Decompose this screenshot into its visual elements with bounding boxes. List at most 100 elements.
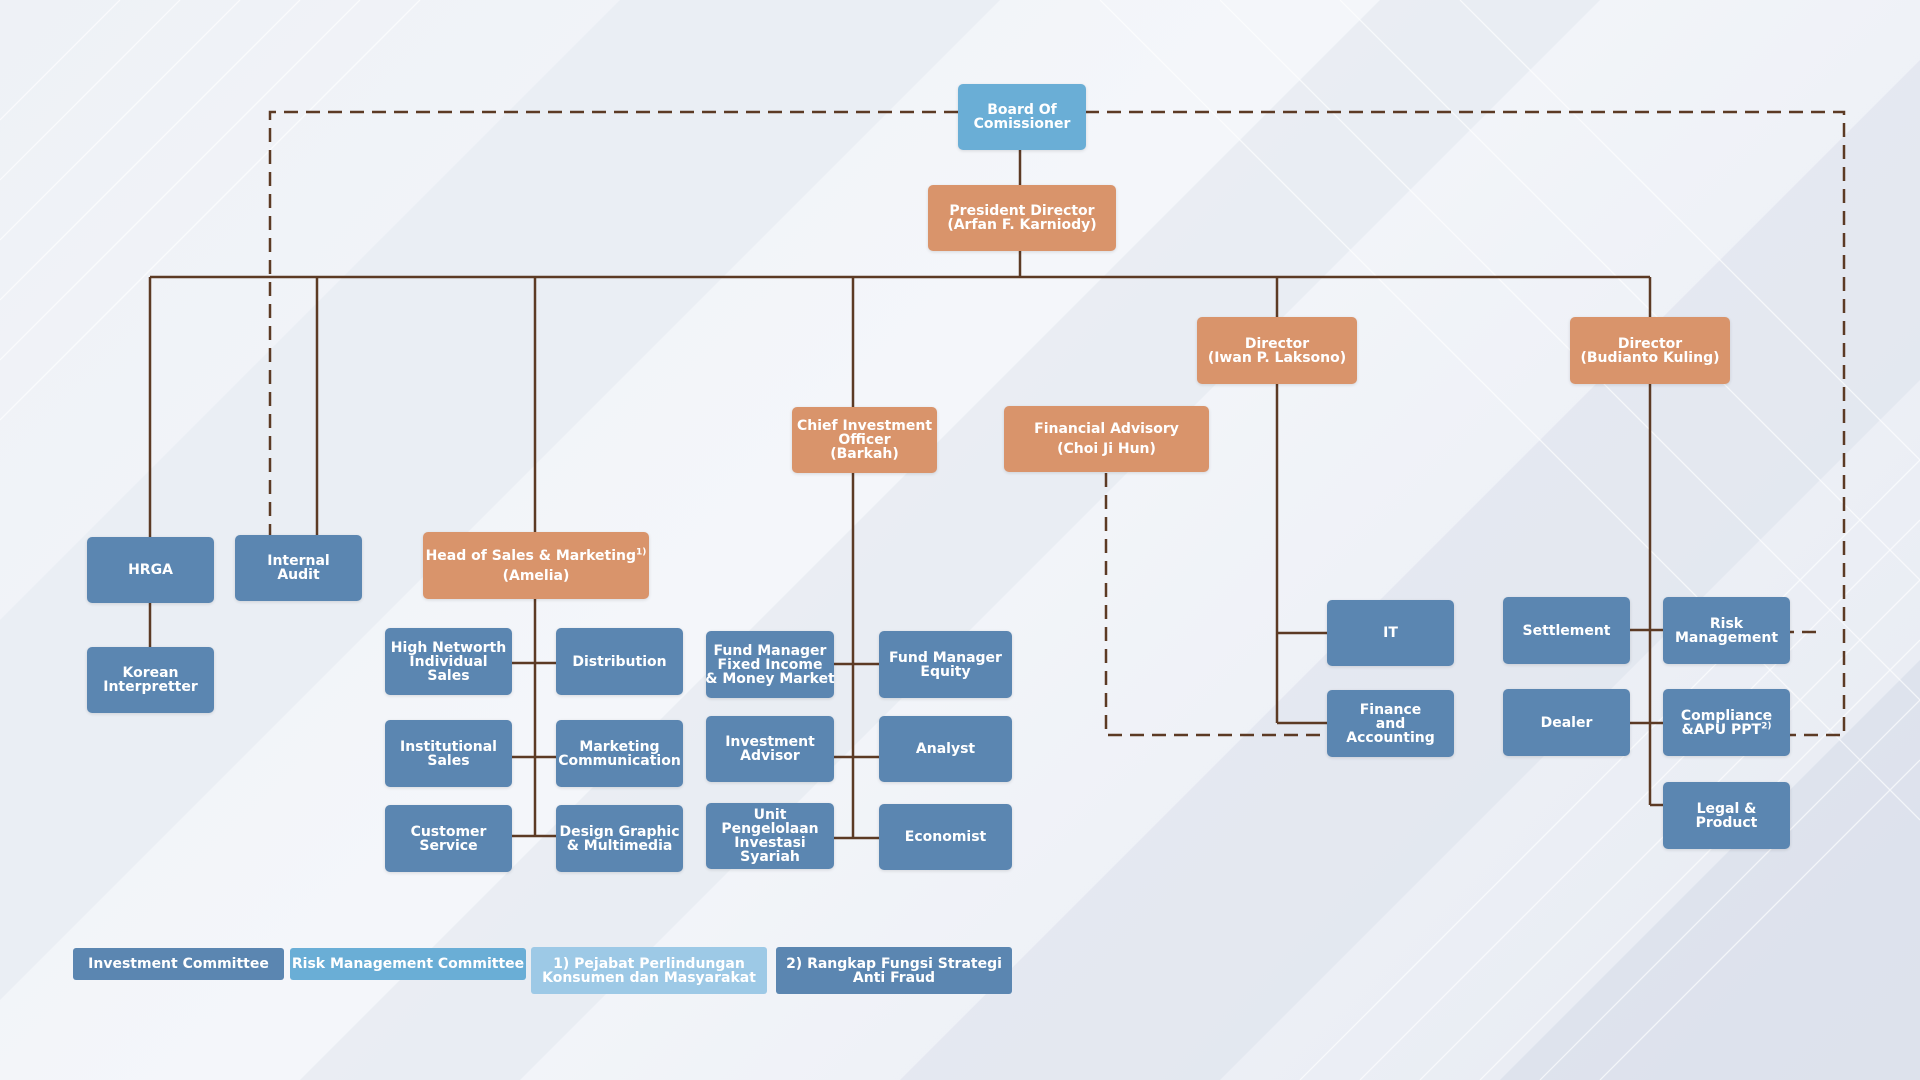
syariah-line3: Investasi [734, 835, 806, 851]
risk-management-box: Risk Management [1663, 597, 1790, 664]
analyst-label: Analyst [915, 741, 976, 757]
institutional-line2: Sales [427, 752, 470, 769]
cio-line2: Officer [838, 432, 891, 448]
board-line1: Board Of [987, 102, 1057, 118]
legend-note2-line1: 2) Rangkap Fungsi Strategi [786, 955, 1002, 972]
institutional-sales-box: Institutional Sales [385, 720, 512, 787]
director-iwan-box: Director (Iwan P. Laksono) [1197, 317, 1357, 384]
financial-advisory-line2: (Choi Ji Hun) [1057, 441, 1156, 457]
distribution-label: Distribution [572, 653, 667, 670]
compliance-apu-ppt-box: Compliance &APU PPT2) [1663, 689, 1790, 756]
fm-equity-line1: Fund Manager [889, 649, 1002, 666]
fm-equity-line2: Equity [920, 663, 971, 680]
investment-advisor-box: Investment Advisor [706, 716, 834, 782]
analyst-box: Analyst [879, 716, 1012, 782]
customer-service-line2: Service [419, 837, 478, 854]
high-networth-individual-sales-box: High Networth Individual Sales [385, 628, 512, 695]
unit-pengelolaan-investasi-syariah-box: Unit Pengelolaan Investasi Syariah [706, 803, 834, 869]
fm-fixed-line2: Fixed Income [717, 656, 823, 673]
investment-advisor-line1: Investment [725, 734, 815, 750]
legend-investment-committee: Investment Committee [73, 948, 284, 980]
korean-line2: Interpretter [103, 679, 198, 695]
chief-investment-officer-box: Chief Investment Officer (Barkah) [792, 407, 937, 473]
fm-fixed-line1: Fund Manager [713, 642, 827, 659]
legal-product-box: Legal & Product [1663, 782, 1790, 849]
design-graphic-line1: Design Graphic [559, 823, 680, 840]
director-iwan-line1: Director [1244, 335, 1310, 352]
compliance-line2: &APU PPT2) [1681, 720, 1772, 738]
investment-advisor-line2: Advisor [740, 748, 800, 764]
legend-note2-line2: Anti Fraud [852, 969, 936, 986]
legend-risk-committee-label: Risk Management Committee [291, 956, 525, 972]
legend-note-1: 1) Pejabat Perlindungan Konsumen dan Mas… [531, 947, 767, 994]
legal-line2: Product [1695, 814, 1758, 831]
legend-note1-line1: 1) Pejabat Perlindungan [553, 955, 745, 972]
finance-line2: and [1375, 715, 1406, 732]
director-iwan-line2: (Iwan P. Laksono) [1207, 349, 1347, 366]
it-box: IT [1327, 600, 1454, 666]
legend-note-2: 2) Rangkap Fungsi Strategi Anti Fraud [776, 947, 1012, 994]
hnwi-line3: Sales [427, 667, 470, 684]
director-budianto-line1: Director [1617, 335, 1683, 352]
syariah-line4: Syariah [740, 849, 800, 865]
design-graphic-line2: & Multimedia [566, 837, 673, 854]
korean-line1: Korean [122, 665, 179, 681]
compliance-line1: Compliance [1680, 707, 1773, 724]
finance-accounting-box: Finance and Accounting [1327, 690, 1454, 757]
customer-service-line1: Customer [410, 823, 487, 840]
it-label: IT [1383, 625, 1398, 641]
risk-mgmt-line2: Management [1674, 629, 1779, 646]
design-graphic-multimedia-box: Design Graphic & Multimedia [556, 805, 683, 872]
distribution-box: Distribution [556, 628, 683, 695]
settlement-label: Settlement [1522, 622, 1611, 639]
legend-note1-line2: Konsumen dan Masyarakat [542, 969, 756, 986]
hrga-box: HRGA [87, 537, 214, 603]
compliance-sup: 2) [1761, 720, 1772, 731]
finance-line1: Finance [1359, 701, 1422, 718]
internal-audit-line2: Audit [277, 567, 320, 583]
syariah-line2: Pengelolaan [721, 821, 819, 837]
compliance-line2-text: &APU PPT [1681, 721, 1762, 738]
president-director-box: President Director (Arfan F. Karniody) [928, 185, 1116, 251]
marketing-comm-line2: Communication [558, 752, 681, 769]
dealer-label: Dealer [1540, 714, 1593, 731]
hrga-label: HRGA [128, 562, 173, 578]
board-line2: Comissioner [973, 116, 1071, 132]
legal-line1: Legal & [1696, 800, 1757, 817]
director-budianto-line2: (Budianto Kuling) [1580, 349, 1720, 366]
director-budianto-box: Director (Budianto Kuling) [1570, 317, 1730, 384]
cio-line3: (Barkah) [830, 446, 899, 462]
settlement-box: Settlement [1503, 597, 1630, 664]
hnwi-line1: High Networth [390, 639, 507, 656]
head-of-sales-marketing-box: Head of Sales & Marketing1) (Amelia) [423, 532, 649, 599]
marketing-communication-box: Marketing Communication [556, 720, 683, 787]
president-line2: (Arfan F. Karniody) [947, 217, 1097, 233]
risk-mgmt-line1: Risk [1709, 615, 1744, 632]
financial-advisory-line1: Financial Advisory [1034, 421, 1179, 437]
financial-advisory-box: Financial Advisory (Choi Ji Hun) [1004, 406, 1209, 472]
economist-box: Economist [879, 804, 1012, 870]
head-sales-line2: (Amelia) [502, 567, 570, 584]
internal-audit-box: Internal Audit [235, 535, 362, 601]
finance-line3: Accounting [1346, 729, 1435, 746]
legend-risk-management-committee: Risk Management Committee [290, 948, 526, 980]
head-sales-line1: Head of Sales & Marketing1) [426, 546, 647, 566]
fund-manager-equity-box: Fund Manager Equity [879, 631, 1012, 698]
fund-manager-fixed-income-box: Fund Manager Fixed Income & Money Market [705, 631, 835, 698]
internal-audit-line1: Internal [267, 553, 330, 569]
hnwi-line2: Individual [409, 653, 488, 670]
legend-investment-committee-label: Investment Committee [88, 956, 269, 972]
customer-service-box: Customer Service [385, 805, 512, 872]
dealer-box: Dealer [1503, 689, 1630, 756]
korean-interpretter-box: Korean Interpretter [87, 647, 214, 713]
cio-line1: Chief Investment [796, 418, 933, 434]
syariah-line1: Unit [753, 807, 787, 823]
fm-fixed-line3: & Money Market [705, 670, 835, 687]
board-of-comissioner-box: Board Of Comissioner [958, 84, 1086, 150]
head-sales-sup: 1) [636, 546, 647, 557]
president-line1: President Director [949, 203, 1095, 219]
marketing-comm-line1: Marketing [579, 738, 660, 755]
institutional-line1: Institutional [400, 738, 497, 755]
head-sales-title: Head of Sales & Marketing [425, 547, 637, 564]
